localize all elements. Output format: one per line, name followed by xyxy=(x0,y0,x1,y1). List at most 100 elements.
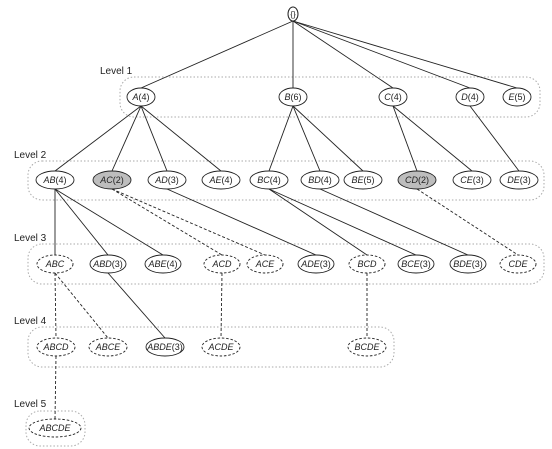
edge-d-de xyxy=(469,105,520,172)
node-name: BCDE xyxy=(354,342,380,352)
node-name: A xyxy=(131,92,138,102)
lattice-node-acde: ACDE xyxy=(201,337,241,357)
svg-text:BDE(3): BDE(3) xyxy=(453,259,483,269)
svg-text:B(6): B(6) xyxy=(284,92,301,102)
edge-acd-acde xyxy=(220,272,223,339)
edge-ac-ace xyxy=(111,188,266,256)
node-count: 4 xyxy=(394,92,399,102)
node-name: ACDE xyxy=(207,342,234,352)
svg-text:ABCDE: ABCDE xyxy=(38,423,71,433)
node-name: AE xyxy=(208,175,222,185)
node-count: 4 xyxy=(170,259,175,269)
node-name: DE xyxy=(507,175,520,185)
node-name: AC xyxy=(99,175,113,185)
svg-text:ABD(3): ABD(3) xyxy=(92,259,123,269)
svg-text:ACD: ACD xyxy=(211,259,232,269)
svg-text:C(4): C(4) xyxy=(384,92,402,102)
svg-text:A(4): A(4) xyxy=(131,92,149,102)
node-count: 4 xyxy=(273,175,278,185)
lattice-node-bc: BC(4) xyxy=(249,170,289,190)
edge-c-ce xyxy=(392,105,473,172)
edge-b-bd xyxy=(292,105,321,172)
node-name: ABC xyxy=(45,259,65,269)
lattice-node-acd: ACD xyxy=(203,254,241,274)
edge-b-be xyxy=(292,105,364,172)
svg-text:ACE: ACE xyxy=(255,259,276,269)
edge-c-cd xyxy=(392,105,418,172)
node-name: AD xyxy=(154,175,168,185)
node-name: ABD xyxy=(92,259,112,269)
edge-cd-cde xyxy=(416,188,519,256)
svg-text:ACDE: ACDE xyxy=(207,342,234,352)
node-count: 4 xyxy=(324,175,329,185)
lattice-node-abc: ABC xyxy=(36,254,74,274)
lattice-node-bd: BD(4) xyxy=(300,170,340,190)
svg-text:ABDE(3): ABDE(3) xyxy=(146,342,183,352)
node-name: BE xyxy=(351,175,364,185)
edge-a-ab xyxy=(54,105,142,172)
lattice-node-cd: CD(2) xyxy=(397,170,437,190)
node-count: 3 xyxy=(475,259,480,269)
node-count: 3 xyxy=(175,342,180,352)
node-count: 5 xyxy=(518,92,523,102)
node-name: ABCE xyxy=(95,342,122,352)
node-name: ACD xyxy=(211,259,232,269)
svg-text:BCDE: BCDE xyxy=(354,342,380,352)
lattice-node-ab: AB(4) xyxy=(35,170,75,190)
node-name: CE xyxy=(460,175,473,185)
lattice-node-abd: ABD(3) xyxy=(89,254,127,274)
lattice-node-abcde: ABCDE xyxy=(28,418,82,438)
node-count: 4 xyxy=(59,175,64,185)
svg-text:BC(4): BC(4) xyxy=(257,175,281,185)
node-name: ADE xyxy=(300,259,321,269)
level-2-group xyxy=(27,160,545,201)
lattice-node-ade: ADE(3) xyxy=(297,254,335,274)
node-name: B xyxy=(284,92,290,102)
svg-text:ABCE: ABCE xyxy=(95,342,122,352)
lattice-node-root: {} xyxy=(287,6,299,22)
node-name: AB xyxy=(42,175,55,185)
lattice-node-ac: AC(2) xyxy=(92,170,132,190)
node-count: 3 xyxy=(115,259,120,269)
level-2-label: Level 2 xyxy=(14,150,47,161)
level-4-group xyxy=(27,326,395,368)
node-name: BD xyxy=(308,175,321,185)
node-count: 3 xyxy=(423,259,428,269)
edge-a-ac xyxy=(111,105,142,172)
level-3-label: Level 3 xyxy=(14,233,47,244)
edge-abc-abce xyxy=(54,272,109,339)
node-name: ABDE xyxy=(146,342,173,352)
node-name: BCE xyxy=(401,259,421,269)
edge-ab-abd xyxy=(54,188,109,256)
node-name: E xyxy=(508,92,515,102)
svg-text:D(4): D(4) xyxy=(461,92,479,102)
svg-text:ABCD: ABCD xyxy=(42,342,69,352)
lattice-node-ad: AD(3) xyxy=(147,170,187,190)
level-3-group xyxy=(27,243,545,285)
svg-text:E(5): E(5) xyxy=(508,92,525,102)
svg-text:ABC: ABC xyxy=(45,259,65,269)
node-name: CDE xyxy=(508,259,528,269)
level-1-label: Level 1 xyxy=(100,66,133,77)
node-count: 2 xyxy=(421,175,426,185)
edge-root-d xyxy=(292,20,471,89)
lattice-node-abe: ABE(4) xyxy=(144,254,182,274)
lattice-node-b: B(6) xyxy=(278,87,308,107)
svg-text:BCD: BCD xyxy=(357,259,377,269)
edge-bc-bce xyxy=(268,188,417,256)
lattice-node-d: D(4) xyxy=(455,87,485,107)
lattice-node-bcd: BCD xyxy=(348,254,386,274)
node-count: 2 xyxy=(116,175,121,185)
edge-abd-abde xyxy=(107,272,166,339)
node-name: D xyxy=(461,92,468,102)
edge-ab-abe xyxy=(54,188,164,256)
lattice-node-bce: BCE(3) xyxy=(397,254,435,274)
node-name: ABCD xyxy=(42,342,69,352)
lattice-node-ace: ACE xyxy=(246,254,284,274)
edge-bd-bde xyxy=(319,188,469,256)
node-count: 3 xyxy=(476,175,481,185)
node-name: ABCDE xyxy=(38,423,71,433)
lattice-node-abde: ABDE(3) xyxy=(145,337,185,357)
lattice-node-bde: BDE(3) xyxy=(449,254,487,274)
